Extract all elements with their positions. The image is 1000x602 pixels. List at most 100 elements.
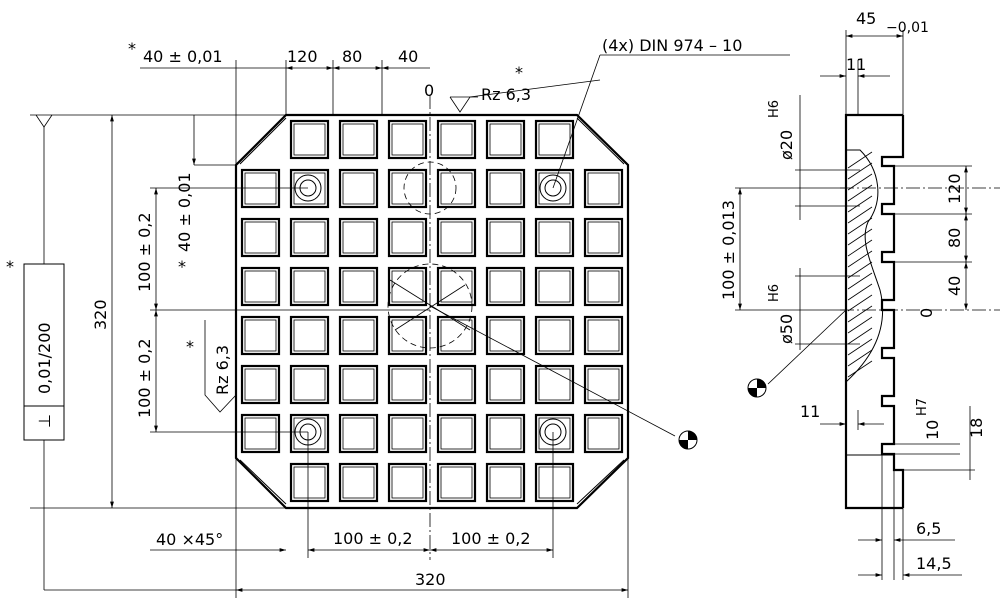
pocket — [534, 266, 575, 307]
pocket — [240, 168, 281, 209]
hatch-line — [847, 360, 873, 378]
dim-d50-fit: H6 — [767, 284, 782, 302]
pocket-inner — [538, 270, 571, 303]
hatch-line — [847, 349, 873, 367]
pocket-inner — [538, 466, 571, 499]
pocket — [387, 266, 428, 307]
pocket — [387, 217, 428, 258]
dim-100-h-b: 100 ± 0,2 — [451, 529, 531, 548]
pocket — [436, 413, 477, 454]
dim-320-horizontal: 320 — [415, 570, 446, 589]
dim-11-bottom: 11 — [800, 402, 820, 421]
pocket — [583, 364, 624, 405]
star-mark: * — [128, 39, 136, 58]
pocket-inner — [440, 221, 473, 254]
dim-100-h-a: 100 ± 0,2 — [333, 529, 413, 548]
pocket — [436, 462, 477, 503]
rz-left-star: * — [186, 337, 194, 356]
dim-40: 40 — [398, 47, 418, 66]
pocket-inner — [293, 466, 326, 499]
pocket-inner — [489, 172, 522, 205]
pocket-inner — [293, 368, 326, 401]
hatch-line — [847, 151, 873, 169]
plate-side-view: 45 −0,01 11 ø20 H6 100 ± 0,013 ø50 H6 — [719, 9, 1000, 580]
pocket-inner — [538, 221, 571, 254]
rz-left: Rz 6,3 — [213, 345, 232, 395]
pocket — [534, 119, 575, 160]
pocket-inner — [587, 417, 620, 450]
pocket-inner — [342, 270, 375, 303]
pocket-inner — [244, 417, 277, 450]
pocket-inner — [391, 319, 424, 352]
plate-outline — [234, 113, 630, 510]
hatch-line — [847, 272, 873, 290]
pocket-inner — [440, 417, 473, 450]
hatch-line — [847, 162, 873, 180]
slot-profile — [880, 115, 905, 508]
rz-top-star: * — [515, 63, 523, 82]
hatch-line — [847, 228, 873, 246]
pocket-inner — [244, 319, 277, 352]
pocket — [534, 217, 575, 258]
dim-zero: 0 — [424, 81, 434, 100]
pocket-inner — [244, 221, 277, 254]
pocket — [485, 413, 526, 454]
dim-6-5: 6,5 — [916, 519, 941, 538]
dim-18: 18 — [967, 418, 986, 438]
hatch-line — [847, 327, 873, 345]
perp-symbol: ⊥ — [35, 414, 54, 428]
pocket-inner — [538, 319, 571, 352]
pocket — [534, 168, 575, 209]
pocket — [534, 315, 575, 356]
chamfer-dim: 40 ×45° — [156, 530, 223, 549]
pocket — [583, 413, 624, 454]
plate-front-view — [234, 95, 698, 560]
hatch-line — [847, 283, 873, 301]
dim-d50: ø50 — [777, 314, 796, 344]
pocket-inner — [587, 270, 620, 303]
section-hatching — [847, 151, 873, 378]
pocket — [534, 364, 575, 405]
pocket — [289, 364, 330, 405]
pocket-inner — [391, 466, 424, 499]
dim-14-5: 14,5 — [916, 554, 952, 573]
dim-120: 120 — [287, 47, 318, 66]
pocket — [583, 168, 624, 209]
pocket — [387, 413, 428, 454]
pocket-inner — [587, 172, 620, 205]
pocket — [338, 462, 379, 503]
hatch-line — [847, 206, 873, 224]
pocket-inner — [489, 221, 522, 254]
pocket-inner — [342, 368, 375, 401]
dim-40-side: 40 — [945, 276, 964, 296]
dim-40-vertical: 40 ± 0,01 — [175, 172, 194, 252]
dowel-hole-tr — [539, 174, 567, 202]
pocket — [240, 364, 281, 405]
pocket — [240, 266, 281, 307]
pocket-inner — [538, 368, 571, 401]
pocket — [485, 217, 526, 258]
pocket-inner — [489, 368, 522, 401]
pocket — [436, 168, 477, 209]
pocket — [534, 413, 575, 454]
pocket-inner — [391, 172, 424, 205]
pocket — [387, 315, 428, 356]
pocket — [436, 217, 477, 258]
pocket-inner — [342, 319, 375, 352]
bottom-dimensions: 40 ×45° 100 ± 0,2 100 ± 0,2 320 — [150, 432, 629, 598]
pocket — [583, 266, 624, 307]
pocket — [289, 119, 330, 160]
pocket — [485, 364, 526, 405]
dim-d20: ø20 — [777, 130, 796, 160]
pocket-inner — [440, 270, 473, 303]
pocket-inner — [440, 123, 473, 156]
dim-10-fit: H7 — [915, 398, 930, 416]
pocket-inner — [342, 172, 375, 205]
dim-45-tol: −0,01 — [886, 20, 929, 36]
pocket — [338, 168, 379, 209]
dim-80: 80 — [342, 47, 362, 66]
pocket — [289, 266, 330, 307]
pocket-inner — [342, 123, 375, 156]
pocket — [485, 266, 526, 307]
